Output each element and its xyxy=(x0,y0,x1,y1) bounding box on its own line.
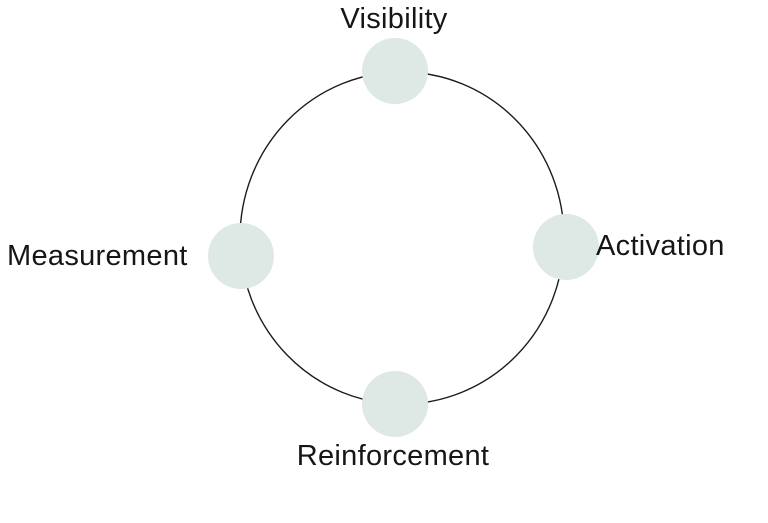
node-reinforcement xyxy=(362,371,428,437)
node-measurement xyxy=(208,223,274,289)
node-label-visibility: Visibility xyxy=(340,3,448,35)
node-visibility xyxy=(362,38,428,104)
node-label-reinforcement: Reinforcement xyxy=(296,440,490,472)
node-label-measurement: Measurement xyxy=(7,240,188,273)
node-activation xyxy=(533,214,599,280)
cycle-ring xyxy=(239,71,565,405)
node-label-activation: Activation xyxy=(596,230,725,263)
